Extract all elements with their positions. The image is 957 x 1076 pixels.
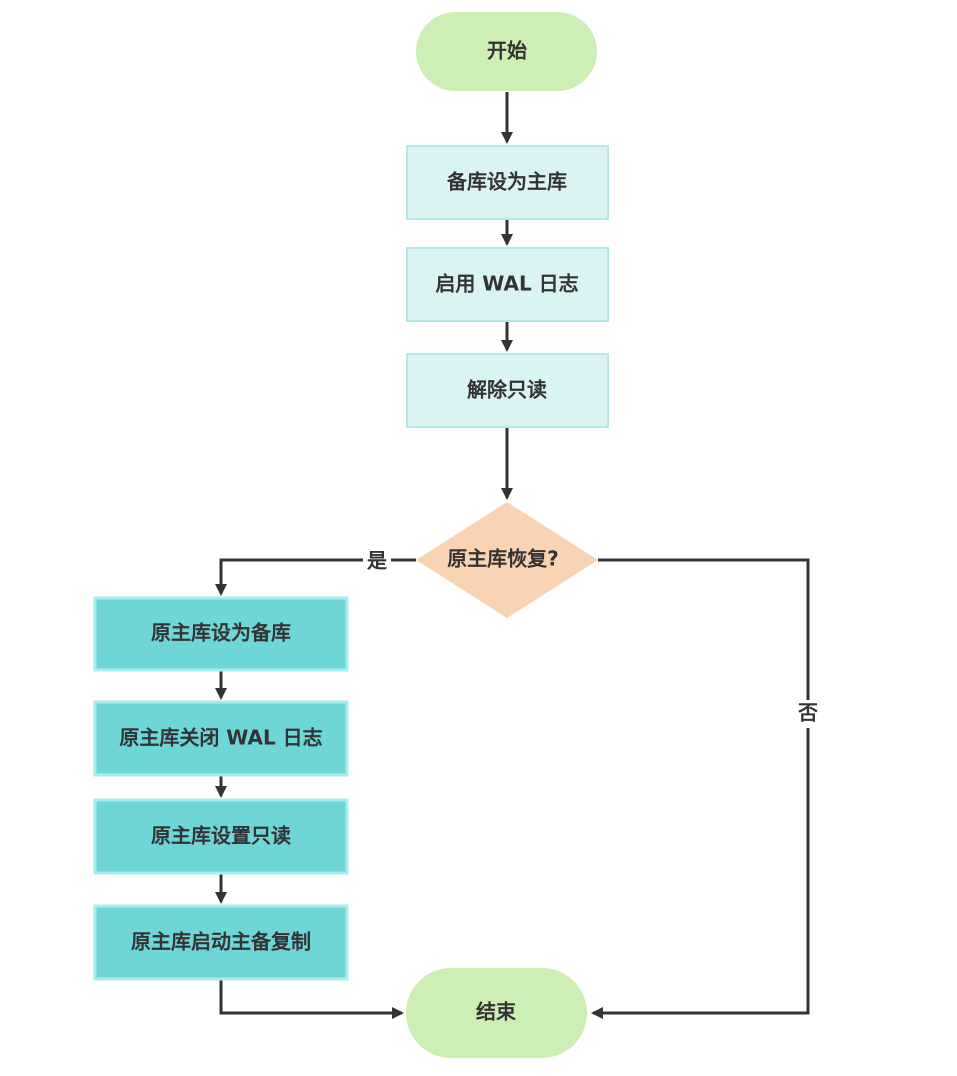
decision-shape [416,502,598,618]
edge-decision-yes [215,558,416,596]
step1-label: 备库设为主库 [446,170,567,194]
yes-label: 是 [366,549,387,573]
edge-decision-no [591,558,810,1019]
decision-label: 原主库恢复? [447,547,559,571]
end-label: 结束 [476,1000,517,1024]
branch2-label: 原主库关闭 WAL 日志 [119,726,322,750]
branch1-label: 原主库设为备库 [151,621,291,645]
step2-shape [406,247,609,322]
no-label-bg [794,700,822,728]
branch3-shape [93,798,349,875]
start-node: 开始 [416,12,597,91]
step2-label: 启用 WAL 日志 [435,272,578,296]
step2-node: 启用 WAL 日志 [406,247,609,322]
edge-branch4-to-end [219,980,404,1019]
branch4-node: 原主库启动主备复制 [93,904,349,981]
step1-shape [406,145,609,220]
branch4-label: 原主库启动主备复制 [131,930,311,954]
start-label: 开始 [487,39,527,63]
step3-node: 解除只读 [406,353,609,428]
branch1-node: 原主库设为备库 [93,596,349,672]
step3-shape [406,353,609,428]
branch3-label: 原主库设置只读 [151,824,291,848]
end-node: 结束 [406,968,587,1058]
yes-label-bg [363,548,391,574]
branch4-shape [93,904,349,981]
branch1-shape [93,596,349,672]
branch2-shape [93,700,349,777]
edges [215,92,810,1019]
branch3-node: 原主库设置只读 [93,798,349,875]
start-shape [416,12,597,91]
decision-node: 原主库恢复? [416,502,598,618]
no-label: 否 [797,701,818,725]
step1-node: 备库设为主库 [406,145,609,220]
end-shape [406,968,587,1058]
step3-label: 解除只读 [467,378,547,402]
branch2-node: 原主库关闭 WAL 日志 [93,700,349,777]
